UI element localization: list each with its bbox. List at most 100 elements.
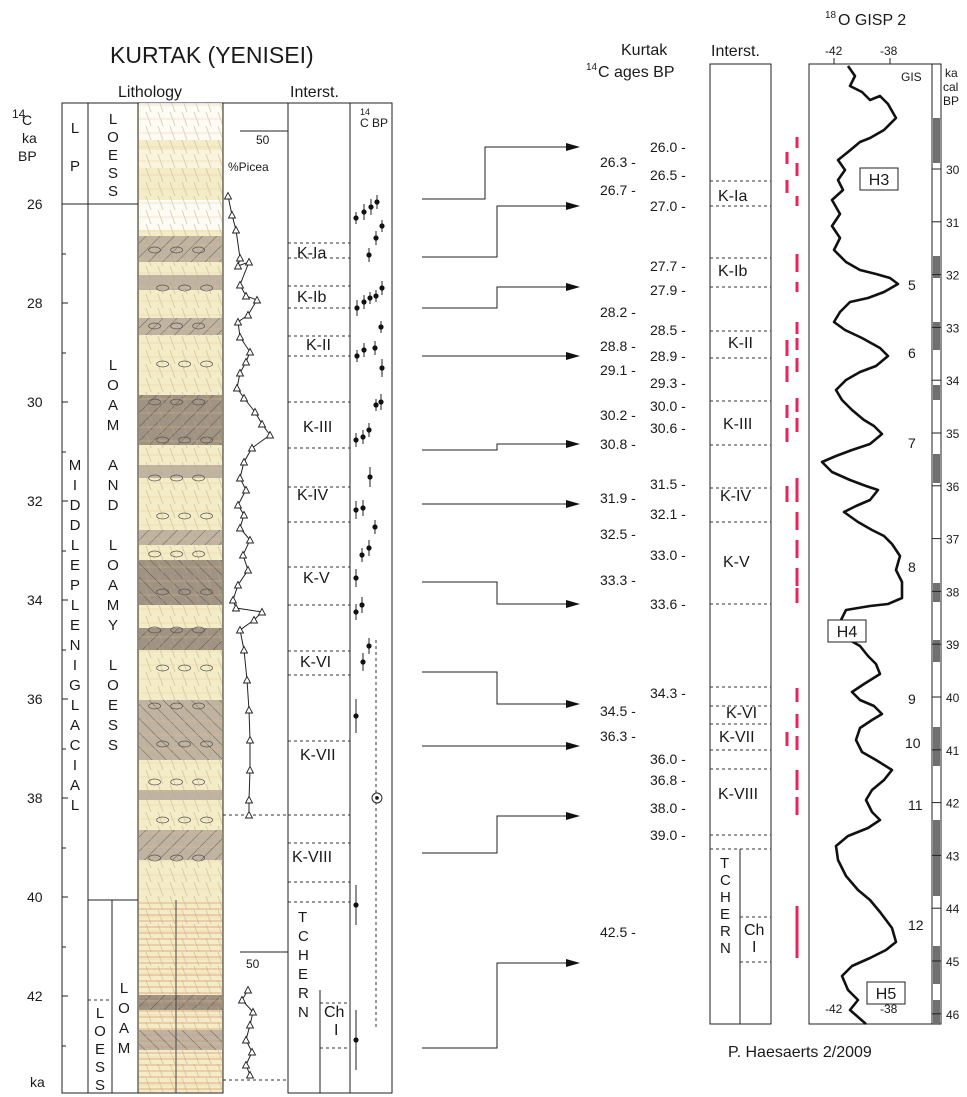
age-right: 36.0 - bbox=[650, 751, 686, 767]
lithology-nodule bbox=[170, 398, 183, 406]
picea-triangle bbox=[244, 810, 254, 819]
date-dot bbox=[372, 345, 378, 351]
cal-dark-segment bbox=[933, 820, 940, 860]
loess_bottom-letter: E bbox=[95, 1041, 105, 1058]
middle_pleniglacial-letter: I bbox=[73, 657, 77, 674]
lithology-nodule bbox=[200, 436, 213, 444]
date-open-circle bbox=[371, 792, 383, 804]
tchern-right-letter: T bbox=[720, 855, 729, 872]
gis-number: 6 bbox=[908, 345, 916, 361]
cal-tick-label: 40 bbox=[946, 691, 960, 705]
cal-dark-segment bbox=[933, 727, 940, 766]
gisp-tick-top-left: -42 bbox=[825, 44, 843, 58]
loess_top-letter: O bbox=[107, 129, 119, 146]
lithology-nodule bbox=[170, 854, 183, 862]
lithology-nodule bbox=[170, 550, 183, 558]
cal-tick-label: 33 bbox=[946, 321, 960, 335]
middle_pleniglacial-letter: I bbox=[73, 477, 77, 494]
lithology-nodule bbox=[170, 702, 183, 710]
picea-triangle bbox=[245, 535, 255, 544]
lithology-nodule bbox=[148, 626, 161, 634]
lithology-nodule bbox=[170, 246, 183, 254]
lithology-nodule bbox=[170, 322, 183, 330]
date-dot bbox=[360, 434, 366, 440]
picea-triangle bbox=[239, 393, 249, 402]
connector-arrowhead bbox=[566, 283, 580, 291]
picea-triangle bbox=[238, 550, 248, 559]
picea-triangle bbox=[243, 985, 253, 994]
picea-triangle bbox=[239, 510, 249, 519]
cal-tick-label: 43 bbox=[946, 849, 960, 863]
cal-tick-label: 44 bbox=[946, 902, 960, 916]
middle_pleniglacial-letter: G bbox=[69, 677, 81, 694]
age-left: 42.5 - bbox=[600, 924, 636, 940]
age-right: 31.5 - bbox=[650, 476, 686, 492]
middle_pleniglacial-letter: M bbox=[69, 457, 82, 474]
left-interstadial-label: I bbox=[334, 1022, 338, 1039]
lithology-nodule bbox=[192, 550, 205, 558]
lithology-nodule bbox=[148, 550, 161, 558]
lithology-nodule bbox=[192, 626, 205, 634]
date-dot bbox=[359, 552, 365, 558]
axis-unit-bp: BP bbox=[18, 148, 37, 164]
gisp-frame bbox=[808, 58, 942, 1025]
lithology-nodule bbox=[200, 588, 213, 596]
axis-tick-38: 38 bbox=[27, 790, 43, 806]
loam_loess-letter: N bbox=[108, 477, 119, 494]
date-dot bbox=[361, 209, 367, 215]
left-interstadial-label: K-IV bbox=[297, 487, 328, 504]
lithology-nodule bbox=[200, 360, 213, 368]
loam_loess-letter: L bbox=[109, 657, 117, 674]
picea-panel: 50 %Picea 50 bbox=[223, 130, 288, 1081]
axis-tick-34: 34 bbox=[27, 592, 43, 608]
age-left: 32.5 - bbox=[600, 526, 636, 542]
date-dot bbox=[379, 365, 385, 371]
loam_loess-letter: O bbox=[107, 557, 119, 574]
correlation-arrows bbox=[422, 143, 580, 1049]
date-dot bbox=[379, 285, 385, 291]
picea-triangle bbox=[239, 645, 249, 654]
left-interstadial-label: K-VIII bbox=[292, 849, 332, 866]
axis-tick-28: 28 bbox=[27, 295, 43, 311]
picea-triangle bbox=[235, 625, 245, 634]
date-dot bbox=[353, 902, 359, 908]
right-interstadial-label: K-VIII bbox=[718, 786, 758, 803]
picea-triangle bbox=[244, 705, 254, 714]
axis-unit-ka: ka bbox=[22, 130, 37, 146]
gis-number: 8 bbox=[908, 559, 916, 575]
lithology-nodule bbox=[178, 816, 191, 824]
connector-line bbox=[422, 671, 572, 705]
picea-triangle bbox=[235, 368, 245, 377]
cal-dark-segment bbox=[933, 118, 940, 163]
date-dot bbox=[366, 427, 372, 433]
picea-triangle bbox=[250, 407, 260, 416]
picea-triangle bbox=[233, 261, 243, 270]
lithology-nodule bbox=[200, 816, 213, 824]
picea-triangle bbox=[227, 210, 237, 219]
date-dot bbox=[353, 1037, 359, 1043]
middle_pleniglacial-letter: E bbox=[70, 617, 80, 634]
lithology-nodule bbox=[192, 702, 205, 710]
age-right: 33.0 - bbox=[650, 547, 686, 563]
gisp-tick-bottom-left: -42 bbox=[825, 1002, 843, 1016]
date-dot bbox=[353, 437, 359, 443]
tchern-right-letter: R bbox=[720, 923, 731, 940]
picea-triangle bbox=[241, 485, 251, 494]
lithology-nodule bbox=[170, 474, 183, 482]
loam_loess-letter: Y bbox=[108, 617, 118, 634]
right-interstadial-label: I bbox=[752, 939, 756, 956]
loam_loess-letter: O bbox=[107, 677, 119, 694]
connector-line bbox=[422, 815, 572, 854]
lithology-nodule bbox=[148, 322, 161, 330]
connector-arrowhead bbox=[566, 742, 580, 750]
picea-triangle bbox=[235, 523, 245, 532]
heinrich-label-H3: H3 bbox=[869, 172, 890, 189]
cal-dark-segment bbox=[933, 1000, 940, 1024]
middle_pleniglacial-letter: I bbox=[73, 757, 77, 774]
picea-triangle bbox=[265, 430, 275, 439]
picea-triangle bbox=[245, 1070, 255, 1079]
kurtak-title-2: C ages BP bbox=[598, 64, 674, 81]
